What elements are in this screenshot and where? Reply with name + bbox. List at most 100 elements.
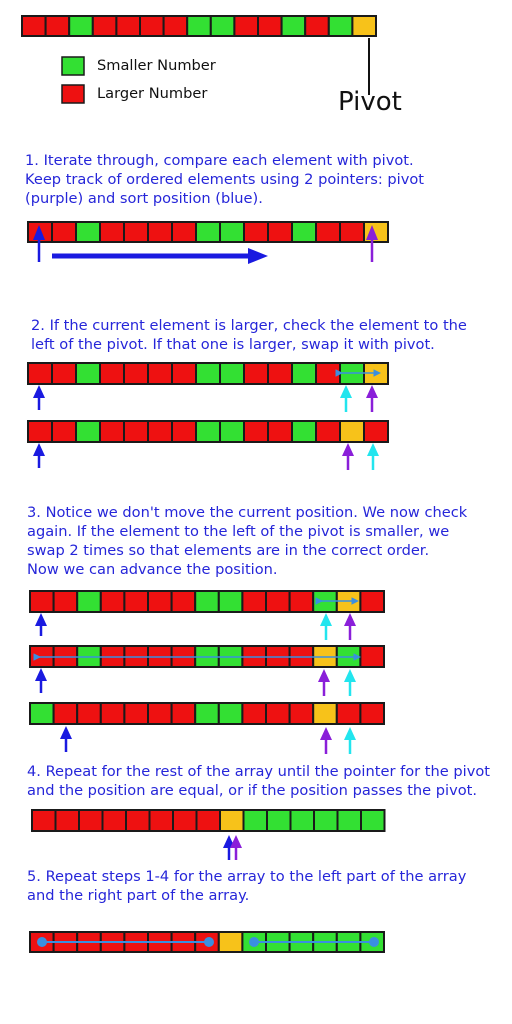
larger-cell xyxy=(101,809,127,832)
larger-cell xyxy=(29,590,55,613)
larger-cell xyxy=(21,15,47,37)
larger-cell xyxy=(27,420,53,443)
larger-cell xyxy=(359,590,385,613)
current-element-arrowhead xyxy=(340,385,352,398)
step4-array xyxy=(31,809,386,832)
larger-cell xyxy=(335,702,362,725)
right-range-start xyxy=(249,937,259,947)
pivot-cell xyxy=(217,931,244,953)
larger-cell xyxy=(147,702,173,725)
step2-pointers xyxy=(33,369,381,470)
smaller-cell xyxy=(242,809,268,832)
larger-cell xyxy=(91,15,118,37)
smaller-cell xyxy=(209,15,236,37)
step3-pointers xyxy=(33,597,361,754)
larger-cell xyxy=(125,809,151,832)
step3-array-c xyxy=(29,702,385,725)
smaller-cell xyxy=(291,420,317,443)
initial-array xyxy=(21,15,377,37)
larger-cell xyxy=(123,590,150,613)
larger-cell xyxy=(147,420,173,443)
legend-swatch-larger xyxy=(61,84,85,104)
larger-cell xyxy=(288,702,315,725)
larger-cell xyxy=(123,420,149,443)
larger-cell xyxy=(147,590,173,613)
larger-cell xyxy=(76,702,102,725)
larger-cell xyxy=(359,645,385,668)
iteration-direction-arrowhead xyxy=(248,248,268,264)
step2-array-a xyxy=(27,362,389,385)
step4-text: 4. Repeat for the rest of the array unti… xyxy=(27,763,490,799)
smaller-cell xyxy=(360,809,386,832)
larger-cell xyxy=(315,420,341,443)
smaller-cell xyxy=(336,809,362,832)
larger-cell xyxy=(78,809,104,832)
step5-text: 5. Repeat steps 1-4 for the array to the… xyxy=(27,868,467,904)
smaller-cell xyxy=(195,362,221,385)
larger-cell xyxy=(267,362,293,385)
larger-cell xyxy=(233,15,259,37)
smaller-cell xyxy=(186,15,212,37)
legend-label-smaller: Smaller Number xyxy=(97,57,216,74)
larger-cell xyxy=(363,420,389,443)
step2-text: 2. If the current element is larger, che… xyxy=(31,317,467,353)
larger-cell xyxy=(147,221,173,243)
larger-cell xyxy=(170,702,197,725)
larger-cell xyxy=(195,809,221,832)
larger-cell xyxy=(51,420,77,443)
larger-cell xyxy=(51,221,77,243)
larger-cell xyxy=(243,221,269,243)
sort-position-arrowhead xyxy=(33,225,45,240)
smaller-cell xyxy=(195,221,221,243)
larger-cell xyxy=(99,590,126,613)
larger-cell xyxy=(171,420,197,443)
smaller-cell xyxy=(68,15,94,37)
left-range-end xyxy=(204,937,214,947)
left-range-start xyxy=(37,937,47,947)
smaller-cell xyxy=(29,702,55,725)
step3-array-a xyxy=(29,590,385,613)
arrays-layer xyxy=(21,15,389,953)
larger-cell xyxy=(267,420,293,443)
larger-cell xyxy=(288,590,315,613)
pivot-cell xyxy=(219,809,245,832)
larger-cell xyxy=(27,362,53,385)
smaller-cell xyxy=(75,221,101,243)
smaller-cell xyxy=(219,420,245,443)
pivot-arrowhead xyxy=(366,225,378,240)
larger-cell xyxy=(162,15,189,37)
pivot-label: Pivot xyxy=(338,87,402,117)
larger-cell xyxy=(31,809,57,832)
larger-cell xyxy=(257,15,283,37)
larger-cell xyxy=(315,362,341,385)
smaller-cell xyxy=(75,420,101,443)
larger-cell xyxy=(115,15,142,37)
smaller-cell xyxy=(75,362,101,385)
smaller-cell xyxy=(217,702,244,725)
smaller-cell xyxy=(194,702,220,725)
legend-label-larger: Larger Number xyxy=(97,85,208,102)
larger-cell xyxy=(139,15,165,37)
larger-cell xyxy=(123,702,150,725)
larger-cell xyxy=(123,362,149,385)
smaller-cell xyxy=(313,809,339,832)
larger-cell xyxy=(243,362,269,385)
step4-pointers xyxy=(223,835,242,860)
smaller-cell xyxy=(219,221,245,243)
smaller-cell xyxy=(219,362,245,385)
step2-array-b xyxy=(27,420,389,443)
step3-text: 3. Notice we don't move the current posi… xyxy=(27,504,468,578)
larger-cell xyxy=(315,221,341,243)
smaller-cell xyxy=(291,221,317,243)
sort-position-arrowhead xyxy=(33,385,45,398)
step1-array xyxy=(27,221,389,243)
larger-cell xyxy=(52,590,79,613)
larger-cell xyxy=(147,362,173,385)
larger-cell xyxy=(52,702,79,725)
larger-cell xyxy=(171,362,197,385)
smaller-cell xyxy=(266,809,292,832)
larger-cell xyxy=(172,809,198,832)
smaller-cell xyxy=(291,362,317,385)
pivot-cell xyxy=(351,15,377,37)
